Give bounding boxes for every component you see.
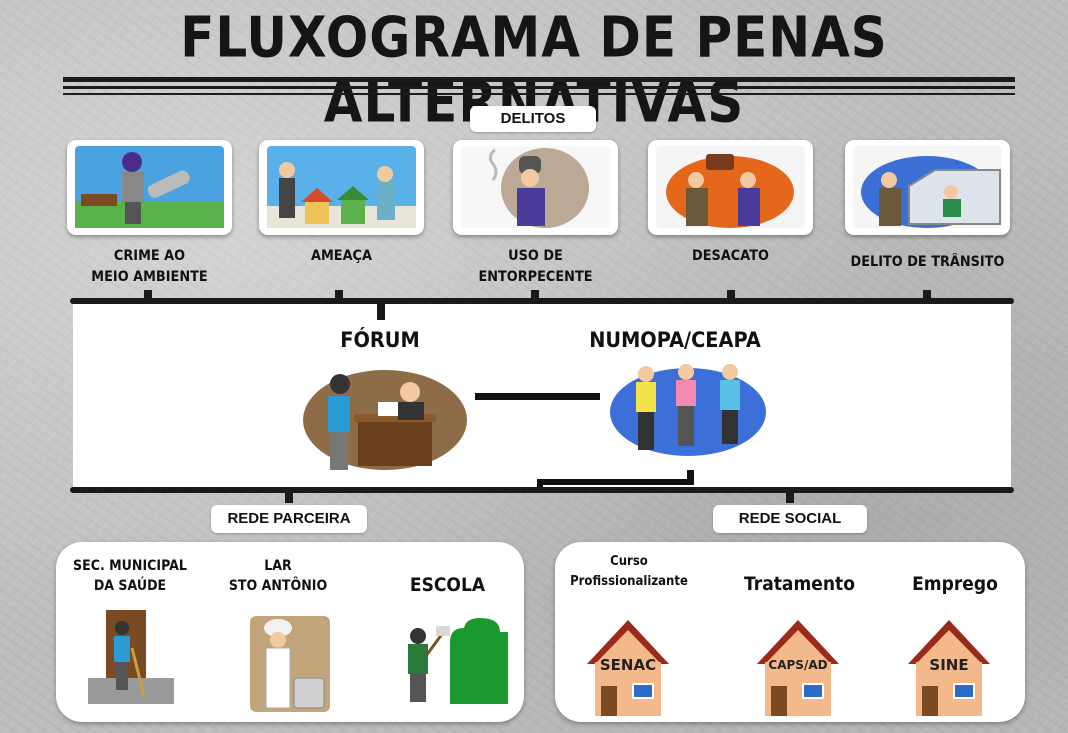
parceira-label-saude: SEC. MUNICIPAL DA SAÚDE xyxy=(73,558,187,594)
forum-numopa-link xyxy=(475,393,600,400)
connector-tick xyxy=(727,290,735,302)
networks-timeline-bar xyxy=(70,487,1014,493)
saude-illustration xyxy=(86,608,176,706)
connector-tick xyxy=(285,491,293,503)
social-label-emprego: Emprego xyxy=(912,573,998,595)
connector-tick xyxy=(531,290,539,302)
connector-tick xyxy=(144,290,152,302)
drug-use-illustration xyxy=(461,146,610,228)
house-label-senac: SENAC xyxy=(599,656,657,674)
chainsaw-illustration xyxy=(75,146,224,228)
rede-social-label: REDE SOCIAL xyxy=(713,505,867,533)
title-underline-3 xyxy=(63,93,1015,95)
title-underline-1 xyxy=(63,77,1015,82)
delitos-label: DELITOS xyxy=(470,106,596,132)
rede-parceira-label: REDE PARCEIRA xyxy=(211,505,367,533)
contempt-illustration xyxy=(656,146,805,228)
threat-illustration xyxy=(267,146,416,228)
numopa-connector-h xyxy=(537,479,694,485)
connector-tick xyxy=(335,290,343,302)
house-icon xyxy=(757,620,839,716)
title-underline-2 xyxy=(63,86,1015,89)
house-sine: SINE xyxy=(896,612,1002,716)
forum-illustration xyxy=(300,362,470,472)
crime-card-meio-ambiente xyxy=(67,140,232,235)
social-label-tratamento: Tratamento xyxy=(744,573,855,595)
connector-tick xyxy=(786,491,794,503)
house-caps: CAPS/AD xyxy=(745,612,851,716)
house-icon xyxy=(587,620,669,716)
numopa-illustration xyxy=(608,360,768,460)
connector-tick xyxy=(923,290,931,302)
crime-card-desacato xyxy=(648,140,813,235)
house-icon xyxy=(908,620,990,716)
crime-label-transito: DELITO DE TRÂNSITO xyxy=(850,254,1005,270)
crimes-timeline-bar xyxy=(70,298,1014,304)
crime-label-meio-ambiente: CRIME AO MEIO AMBIENTE xyxy=(91,248,208,285)
parceira-label-escola: ESCOLA xyxy=(409,574,486,596)
traffic-illustration xyxy=(853,146,1002,228)
house-label-sine: SINE xyxy=(929,656,969,674)
crime-card-transito xyxy=(845,140,1010,235)
forum-title: FÓRUM xyxy=(340,328,420,352)
numopa-connector-v xyxy=(687,470,694,485)
escola-illustration xyxy=(396,612,514,707)
numopa-title: NUMOPA/CEAPA xyxy=(589,328,761,352)
forum-connector xyxy=(377,304,385,320)
crime-card-ameaca xyxy=(259,140,424,235)
crime-label-desacato: DESACATO xyxy=(692,248,769,264)
parceira-label-lar: LAR STO ANTÔNIO xyxy=(228,558,328,594)
lar-illustration xyxy=(246,614,336,716)
crime-label-entorpecente: USO DE ENTORPECENTE xyxy=(478,248,593,285)
social-label-curso: Curso Profissionalizante xyxy=(570,554,688,589)
house-senac: SENAC xyxy=(575,612,681,716)
numopa-connector-v2 xyxy=(537,479,543,493)
crime-card-entorpecente xyxy=(453,140,618,235)
crime-label-ameaca: AMEAÇA xyxy=(311,248,372,264)
house-label-caps: CAPS/AD xyxy=(768,658,828,672)
